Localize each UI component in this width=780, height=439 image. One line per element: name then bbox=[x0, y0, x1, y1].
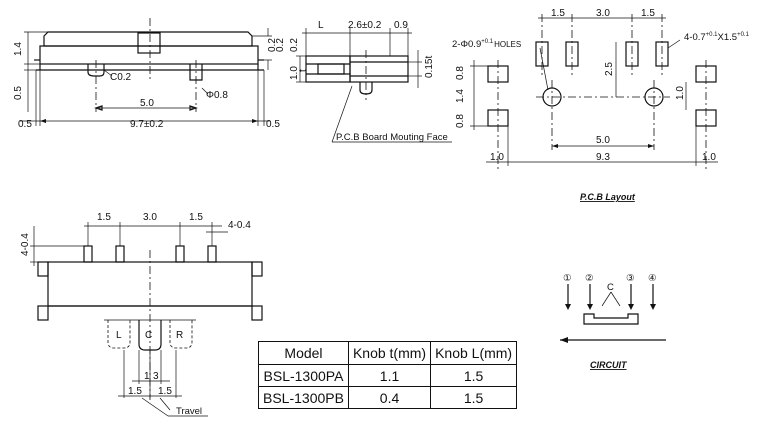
knob-dim-1: 1 bbox=[144, 371, 150, 382]
spec-table: Model Knob t(mm) Knob L(mm) BSL-1300PA 1… bbox=[258, 341, 518, 409]
circuit: ① ② ③ ④ C CIRCUIT bbox=[560, 273, 666, 370]
dim-edge-left: 0.5 bbox=[18, 119, 32, 130]
end-view-knob bbox=[317, 63, 345, 75]
circuit-pin-2: ② bbox=[585, 273, 594, 284]
position-L-label: L bbox=[116, 330, 122, 341]
bottom-pin-3 bbox=[175, 245, 185, 263]
travel-left: 1.5 bbox=[128, 386, 142, 397]
spec-table-row: BSL-1300PB 0.4 1.5 bbox=[258, 386, 518, 409]
pcb-row-lower: 0.8 bbox=[455, 114, 466, 128]
dim-right-upper: 0.2 bbox=[275, 38, 286, 52]
position-C-label: C bbox=[145, 330, 152, 341]
bottom-pin-height: 4-0.4 bbox=[20, 233, 31, 256]
dim-chamfer: C0.2 bbox=[110, 72, 132, 83]
end-view-body bbox=[305, 55, 351, 83]
spec-table-row: BSL-1300PA 1.1 1.5 bbox=[258, 364, 518, 387]
dim-body-height: 0.5 bbox=[13, 86, 24, 100]
bottom-pitch-right: 1.5 bbox=[189, 212, 203, 223]
pcb-slots-note: 4-0.7+0.1X1.5+0.1 bbox=[684, 32, 750, 43]
circuit-slider bbox=[583, 313, 639, 325]
circuit-pin-4: ④ bbox=[648, 273, 657, 284]
spec-table-header: Model Knob t(mm) Knob L(mm) bbox=[258, 341, 518, 365]
side-view-boss-left bbox=[87, 64, 105, 77]
spec-header-knob-t: Knob t(mm) bbox=[347, 341, 432, 365]
dim-pitch: 5.0 bbox=[140, 98, 154, 109]
dim-0-15: 0.15t bbox=[424, 56, 435, 78]
pcb-edge-left: 1.0 bbox=[490, 152, 504, 163]
spec-cell-knob-l: 1.5 bbox=[430, 386, 518, 409]
pcb-pitch-right: 1.5 bbox=[641, 8, 655, 19]
knob-position-L bbox=[107, 320, 131, 349]
bottom-pin-1 bbox=[83, 245, 93, 263]
spec-cell-knob-t: 1.1 bbox=[347, 364, 432, 387]
dim-0-9: 0.9 bbox=[394, 20, 408, 31]
circuit-pin-3: ③ bbox=[626, 273, 635, 284]
bottom-pin-length: 4-0.4 bbox=[228, 220, 251, 231]
position-R-label: R bbox=[176, 330, 183, 341]
dim-boss: Φ0.8 bbox=[206, 90, 228, 101]
end-view: L 2.6±0.2 0.9 0.2 1.0 t 0.15t P.C.B Boar… bbox=[289, 20, 452, 143]
travel-label: Travel bbox=[176, 406, 202, 417]
pcb-holes-note: 2-Φ0.9+0.1HOLES bbox=[452, 39, 521, 50]
spec-header-model: Model bbox=[258, 341, 349, 365]
pcb-hole-pitch: 5.0 bbox=[596, 135, 610, 146]
side-view-body bbox=[39, 45, 259, 65]
pcb-total: 9.3 bbox=[596, 152, 610, 163]
pcb-layout-caption: P.C.B Layout bbox=[580, 192, 636, 202]
side-view: 1.4 0.5 0.2 0.2 C0.2 Φ0.8 5.0 0.5 9.7±0.… bbox=[13, 18, 286, 130]
pcb-pitch-left: 1.5 bbox=[551, 8, 565, 19]
pcb-pin-row: 2.5 bbox=[604, 62, 615, 76]
bottom-pitch-mid: 3.0 bbox=[143, 212, 157, 223]
dim-t-width: 2.6±0.2 bbox=[348, 20, 382, 31]
pcb-row-mid: 1.4 bbox=[455, 89, 466, 103]
spec-header-knob-l: Knob L(mm) bbox=[430, 341, 518, 365]
pcb-pitch-mid: 3.0 bbox=[596, 8, 610, 19]
dim-top-height: 1.4 bbox=[13, 42, 24, 56]
dim-1-0: 1.0 bbox=[289, 66, 300, 80]
spec-cell-knob-t: 0.4 bbox=[347, 386, 432, 409]
bottom-pitch-left: 1.5 bbox=[97, 212, 111, 223]
dim-edge-right: 0.5 bbox=[266, 119, 280, 130]
spec-cell-knob-l: 1.5 bbox=[430, 364, 518, 387]
circuit-common-label: C bbox=[607, 282, 614, 293]
pcb-mounting-callout: P.C.B Board Mouting Face bbox=[336, 132, 448, 143]
knob-dim-3: 3 bbox=[153, 371, 159, 382]
bottom-pin-2 bbox=[115, 245, 125, 263]
dim-t: t bbox=[298, 69, 309, 72]
bottom-pin-4 bbox=[207, 245, 217, 263]
circuit-caption: CIRCUIT bbox=[590, 360, 628, 370]
dim-L: L bbox=[318, 20, 324, 31]
bottom-view: 1.5 3.0 1.5 4-0.4 4-0.4 L C R 1 3 1.5 1.… bbox=[20, 212, 263, 417]
spec-cell-model: BSL-1300PB bbox=[258, 386, 349, 409]
travel-right: 1.5 bbox=[158, 386, 172, 397]
circuit-pin-1: ① bbox=[563, 273, 572, 284]
pcb-edge-right: 1.0 bbox=[702, 152, 716, 163]
dim-right-lower: 0.2 bbox=[267, 38, 278, 52]
dim-length: 9.7±0.2 bbox=[130, 119, 164, 130]
end-view-housing bbox=[349, 55, 409, 83]
pcb-pad-gap: 1.0 bbox=[675, 86, 686, 100]
spec-cell-model: BSL-1300PA bbox=[258, 364, 349, 387]
side-view-knob bbox=[137, 32, 161, 54]
dim-0-2: 0.2 bbox=[289, 38, 300, 52]
pcb-row-upper: 0.8 bbox=[455, 66, 466, 80]
pcb-layout: 1.5 3.0 1.5 2-Φ0.9+0.1HOLES 4-0.7+0.1X1.… bbox=[452, 8, 750, 202]
knob-position-R bbox=[169, 320, 193, 349]
side-view-cover bbox=[43, 31, 253, 47]
